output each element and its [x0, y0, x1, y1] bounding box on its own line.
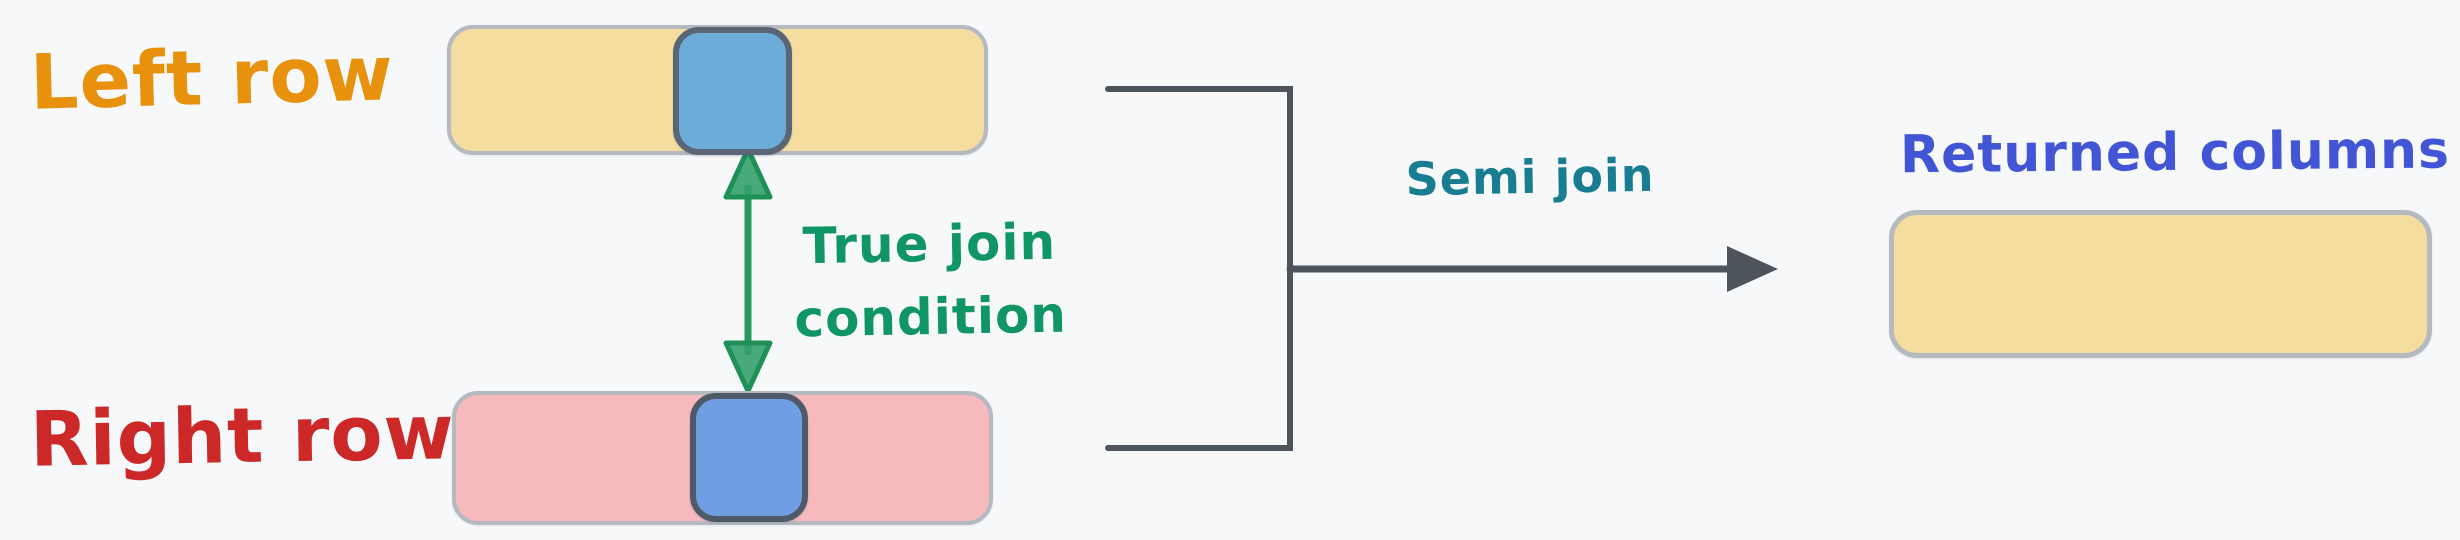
bracket	[1105, 86, 1293, 451]
semi-join-arrow-icon	[1286, 246, 1778, 292]
left-row-label: Left row	[28, 28, 395, 127]
returned-columns-label: Returned columns	[1899, 120, 2451, 186]
right-row-join-key-cell	[690, 393, 808, 522]
semi-join-label: Semi join	[1405, 147, 1655, 207]
true-join-condition-label: True join condition	[779, 205, 1081, 355]
true-join-condition-line2: condition	[793, 285, 1068, 348]
returned-columns-box	[1889, 210, 2432, 358]
left-row-join-key-cell	[673, 27, 792, 155]
true-join-arrowhead-down-icon	[723, 340, 773, 394]
true-join-condition-line1: True join	[802, 212, 1057, 276]
right-row-label: Right row	[29, 387, 456, 484]
true-join-double-arrow-icon	[723, 146, 773, 394]
semi-join-arrowhead-icon	[1727, 246, 1778, 292]
true-join-arrowhead-up-icon	[723, 146, 773, 200]
